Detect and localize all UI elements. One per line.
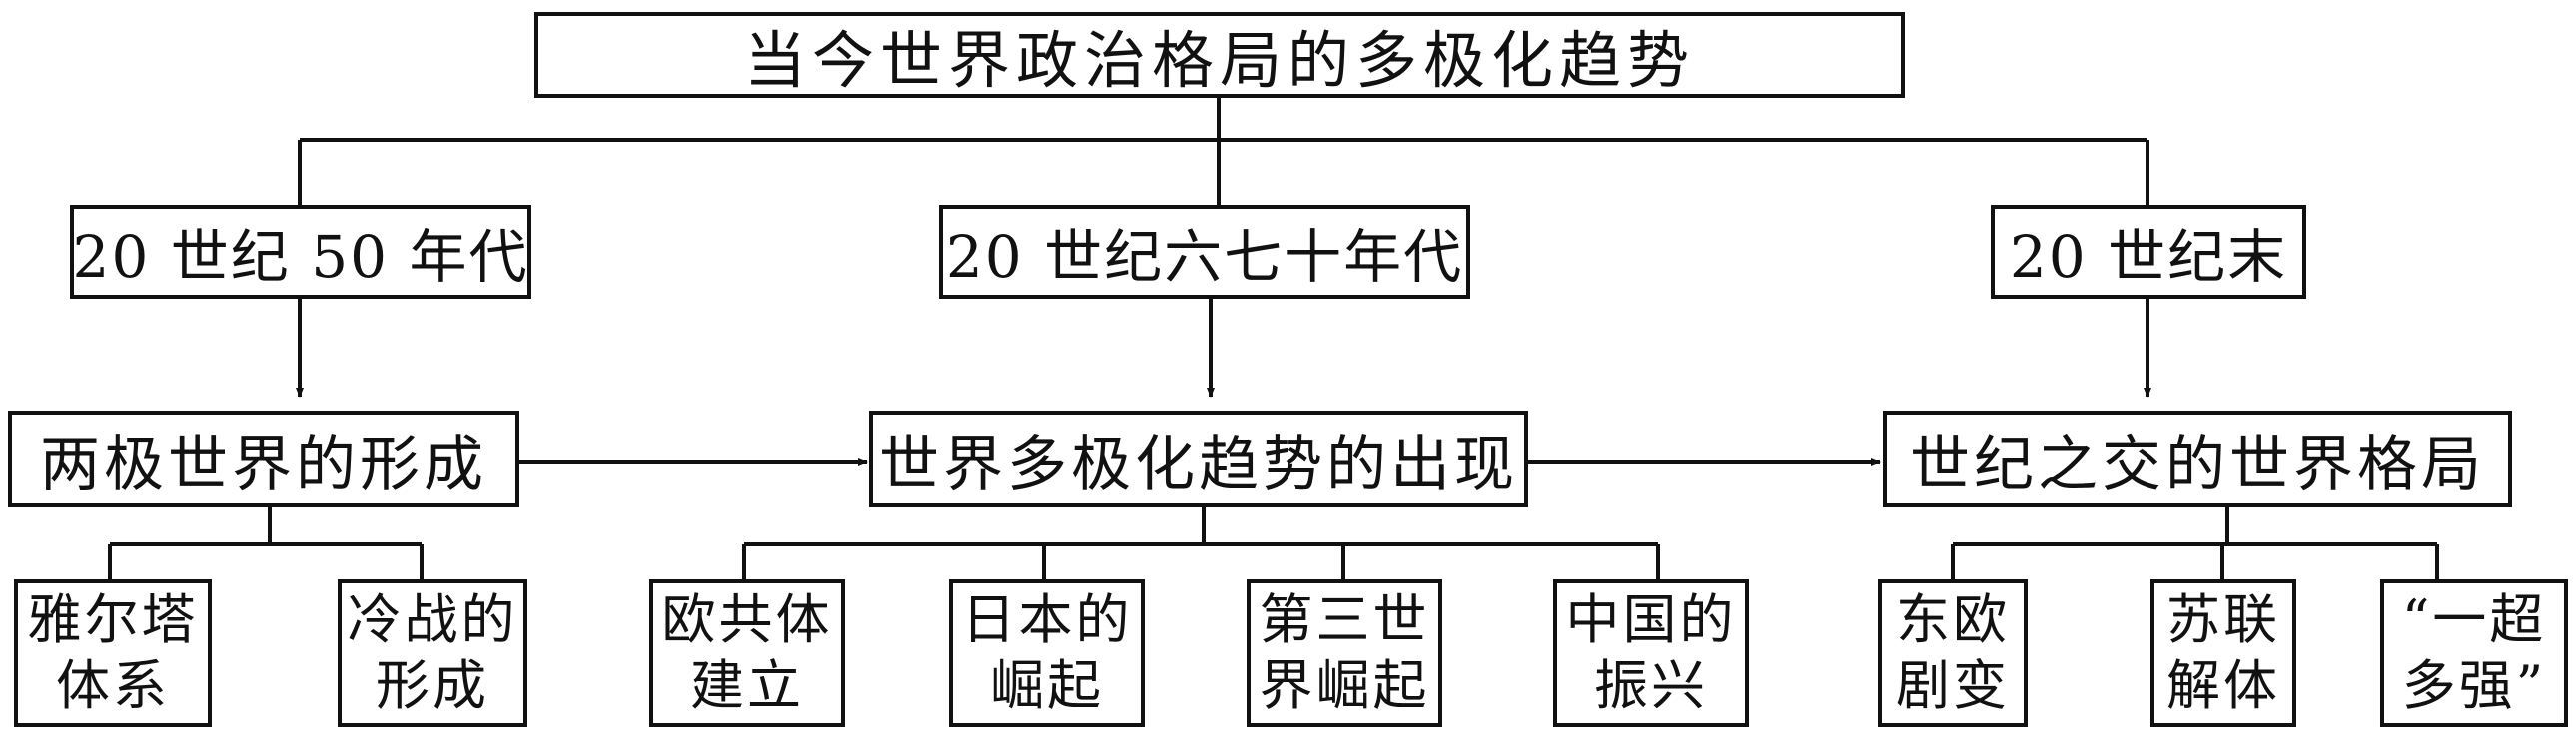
event-line: 界崛起 [1259, 654, 1430, 717]
event-box-china: 中国的 振兴 [1553, 579, 1749, 727]
event-box-superpower: “一超 多强” [2380, 579, 2568, 727]
stage-box-bipolar: 两极世界的形成 [8, 411, 519, 507]
event-line: 东欧 [1896, 588, 2010, 651]
event-box-third-world: 第三世 界崛起 [1247, 579, 1442, 727]
stage-box-multipolar-emergence: 世界多极化趋势的出现 [869, 411, 1528, 507]
event-line: 苏联 [2166, 588, 2280, 651]
period-label: 20 世纪六七十年代 [945, 223, 1464, 291]
stage-label: 两极世界的形成 [40, 429, 487, 500]
stage-label: 世界多极化趋势的出现 [879, 429, 1518, 500]
period-label: 20 世纪 50 年代 [72, 223, 529, 291]
event-box-yalta: 雅尔塔 体系 [14, 579, 212, 727]
event-line: 中国的 [1565, 588, 1737, 651]
title-box: 当今世界政治格局的多极化趋势 [534, 12, 1905, 98]
event-box-ussr: 苏联 解体 [2150, 579, 2296, 727]
event-line: 欧共体 [661, 588, 833, 651]
event-line: 日本的 [961, 588, 1133, 651]
stage-label: 世纪之交的世界格局 [1910, 429, 2485, 500]
period-box-1950s: 20 世纪 50 年代 [70, 205, 531, 299]
title-text: 当今世界政治格局的多极化趋势 [743, 24, 1695, 97]
event-line: 雅尔塔 [27, 588, 199, 651]
event-box-ec: 欧共体 建立 [649, 579, 845, 727]
event-line: 第三世 [1259, 588, 1430, 651]
event-line: 建立 [690, 654, 804, 717]
period-box-late-century: 20 世纪末 [1991, 205, 2306, 299]
event-line: 体系 [56, 654, 170, 717]
event-line: 冷战的 [347, 588, 518, 651]
event-line: 崛起 [990, 654, 1104, 717]
period-label: 20 世纪末 [2009, 223, 2288, 291]
event-line: 形成 [376, 654, 489, 717]
event-line: 振兴 [1594, 654, 1708, 717]
event-box-japan: 日本的 崛起 [949, 579, 1145, 727]
event-box-cold-war: 冷战的 形成 [338, 579, 527, 727]
event-line: 解体 [2166, 654, 2280, 717]
event-box-eastern-europe: 东欧 剧变 [1878, 579, 2028, 727]
period-box-1960s-70s: 20 世纪六七十年代 [939, 205, 1470, 299]
stage-box-turn-of-century: 世纪之交的世界格局 [1883, 411, 2512, 507]
event-line: 多强” [2401, 654, 2547, 717]
event-line: “一超 [2401, 588, 2547, 651]
event-line: 剧变 [1896, 654, 2010, 717]
